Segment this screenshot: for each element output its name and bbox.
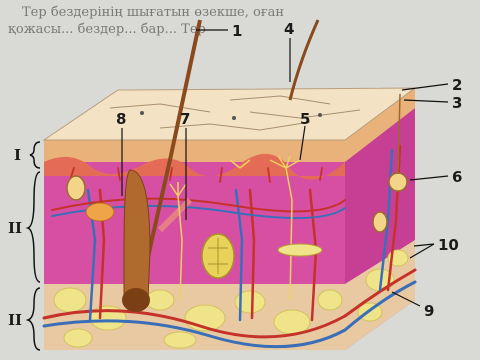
pore bbox=[232, 116, 236, 120]
layer-label-dermis: II bbox=[8, 219, 22, 237]
label-1: 1 bbox=[232, 22, 242, 40]
label-6: 6 bbox=[452, 168, 462, 186]
layer-label-epidermis: I bbox=[14, 146, 21, 164]
layer-label-hypodermis: II bbox=[8, 311, 22, 329]
label-7: 7 bbox=[180, 110, 190, 128]
dermis-front bbox=[44, 158, 345, 284]
label-5: 5 bbox=[300, 110, 310, 128]
label-9: 9 bbox=[424, 302, 434, 320]
sebaceous-gland bbox=[86, 203, 114, 221]
flat-receptor bbox=[278, 244, 322, 256]
pore bbox=[140, 111, 144, 115]
label-8: 8 bbox=[116, 110, 126, 128]
layer-brackets bbox=[28, 142, 40, 350]
label-4: 4 bbox=[284, 20, 294, 38]
pore bbox=[318, 113, 322, 117]
label-10: 10 bbox=[438, 236, 459, 254]
label-3: 3 bbox=[452, 94, 462, 112]
label-2: 2 bbox=[452, 76, 462, 94]
